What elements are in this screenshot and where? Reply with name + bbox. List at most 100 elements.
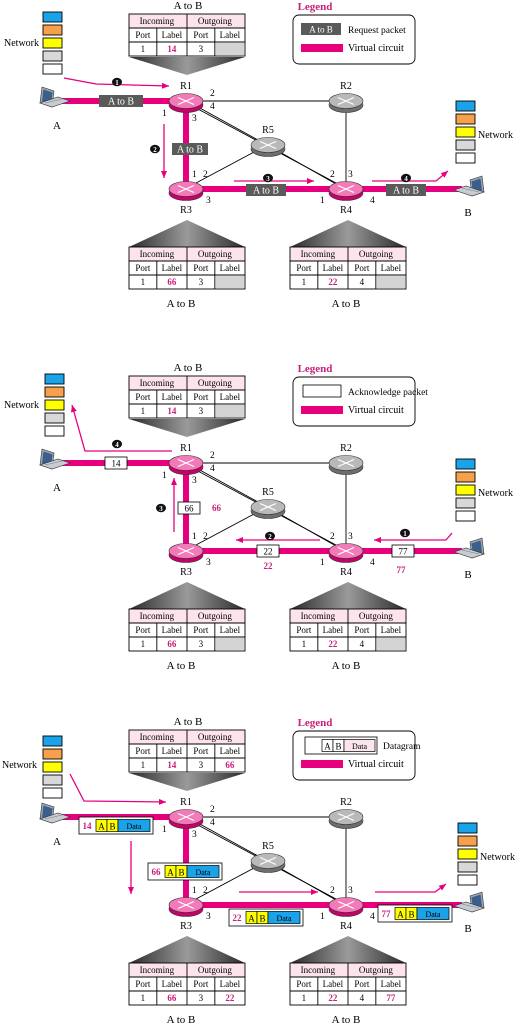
legend-virtual-circuit: Virtual circuit: [348, 43, 404, 54]
port-number: 3: [192, 476, 197, 486]
port-header: Port: [135, 30, 151, 40]
ack-label: 14: [112, 459, 122, 469]
step-number: 2: [153, 146, 157, 154]
port-header: Port: [193, 625, 209, 635]
in-label-value: 22: [328, 993, 338, 1003]
network-link: [197, 468, 259, 503]
packet-data: Data: [352, 742, 368, 751]
laptop-icon: [39, 448, 71, 470]
in-port-value: 1: [302, 277, 307, 287]
label-header: Label: [162, 392, 183, 402]
in-port-value: 1: [141, 993, 146, 1003]
port-number: 2: [203, 170, 208, 180]
network-label: Network: [478, 488, 513, 499]
request-packet: A to B: [172, 143, 208, 156]
outgoing-header: Outgoing: [359, 611, 394, 621]
port-header: Port: [296, 625, 312, 635]
step-number: 4: [115, 441, 119, 449]
label-header: Label: [323, 625, 344, 635]
port-number: 3: [348, 532, 353, 542]
host-a-label: A: [53, 836, 61, 848]
label-header: Label: [323, 979, 344, 989]
in-port-value: 1: [302, 993, 307, 1003]
table-title: A to B: [332, 660, 361, 672]
port-number: 2: [203, 532, 208, 542]
step-badge: 2: [150, 144, 160, 154]
port-number: 3: [348, 170, 353, 180]
step-badge: 1: [400, 528, 410, 538]
port-header: Port: [193, 263, 209, 273]
router-name: R5: [262, 487, 274, 498]
label-header: Label: [381, 625, 402, 635]
port-header: Port: [135, 746, 151, 756]
laptop-icon: [39, 86, 71, 108]
step-badge: 3: [156, 503, 166, 513]
packet-data: Data: [276, 914, 292, 923]
table-title: A to B: [174, 0, 203, 12]
port-number: 4: [210, 818, 215, 828]
ack-label-note: 77: [397, 565, 407, 575]
router-name: R4: [340, 921, 352, 932]
router-name: R1: [180, 443, 192, 454]
table-pointer: [129, 57, 245, 75]
in-label-value: 22: [328, 639, 338, 649]
router-r1: R1: [168, 797, 204, 829]
protocol-stack-icon: [42, 735, 63, 799]
protocol-stack-icon: [455, 458, 476, 522]
out-label-value: 66: [225, 760, 235, 770]
network-label: Network: [480, 852, 515, 863]
label-header: Label: [220, 392, 241, 402]
port-number: 4: [210, 464, 215, 474]
legend-ack-symbol: [302, 384, 342, 398]
datagram-label: 14: [83, 821, 93, 831]
outgoing-header: Outgoing: [198, 965, 233, 975]
port-number: 3: [192, 830, 197, 840]
router-name: R2: [340, 81, 352, 92]
port-number: 1: [192, 532, 197, 542]
step-badge: 1: [112, 77, 122, 87]
step-number: 3: [266, 175, 270, 183]
acknowledge-packet: 14: [104, 456, 128, 470]
table-title: A to B: [167, 1014, 196, 1026]
network-link: [277, 512, 337, 547]
table-pointer: [129, 419, 245, 437]
port-header: Port: [135, 625, 151, 635]
datagram-label: 22: [233, 913, 243, 923]
legend-title: Legend: [298, 717, 333, 729]
router-name: R4: [340, 205, 352, 216]
label-header: Label: [162, 979, 183, 989]
protocol-stack-icon: [42, 11, 63, 75]
in-label-value: 66: [167, 277, 177, 287]
network-link: [277, 866, 337, 901]
network-link: [277, 150, 337, 185]
protocol-stack-icon: [457, 822, 478, 886]
table-pointer: [290, 936, 406, 963]
router-r2: R2: [328, 797, 364, 829]
router-name: R3: [180, 567, 192, 578]
datagram-label: 66: [152, 867, 162, 877]
port-header: Port: [296, 979, 312, 989]
table-pointer: [129, 773, 245, 791]
network-link: [195, 866, 257, 900]
port-number: 2: [203, 886, 208, 896]
label-header: Label: [381, 263, 402, 273]
legend-title: Legend: [298, 363, 333, 375]
datagram-arrow: [69, 773, 167, 805]
port-number: 3: [206, 196, 211, 206]
port-header: Port: [296, 263, 312, 273]
packet-b: B: [259, 914, 265, 924]
packet-a: A: [167, 868, 174, 878]
label-header: Label: [220, 263, 241, 273]
legend-virtual-circuit: Virtual circuit: [348, 405, 404, 416]
label-header: Label: [162, 263, 183, 273]
port-number: 1: [162, 825, 167, 835]
outgoing-header: Outgoing: [359, 249, 394, 259]
port-header: Port: [135, 979, 151, 989]
table-title: A to B: [167, 298, 196, 310]
